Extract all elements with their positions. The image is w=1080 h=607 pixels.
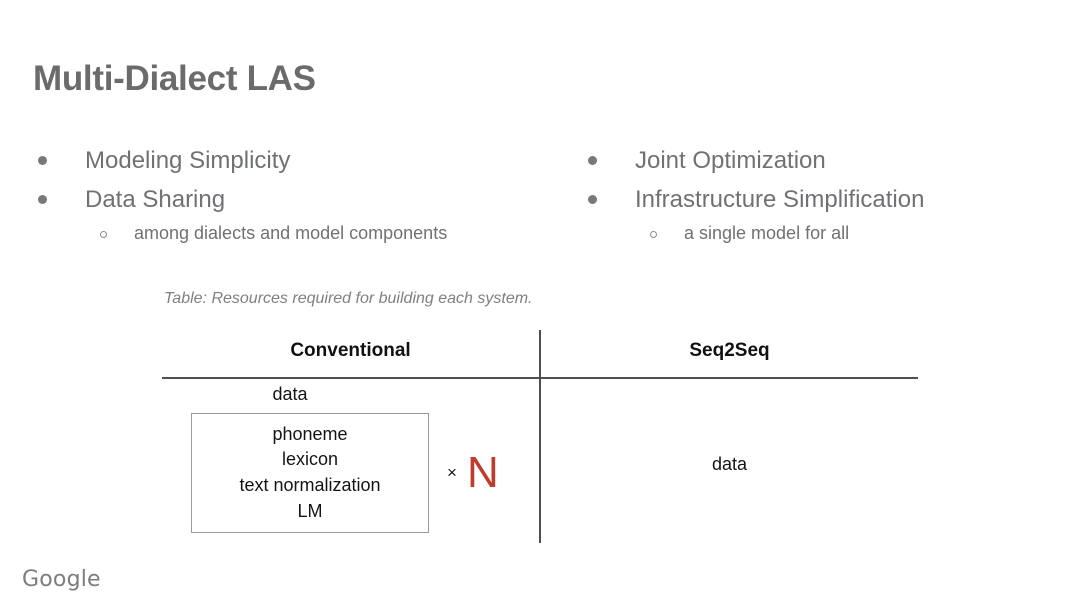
- bullet-group-infrastructure-simplification: Infrastructure Simplification a single m…: [588, 184, 1058, 246]
- bullet-column-left: Modeling Simplicity Data Sharing among d…: [38, 145, 508, 246]
- table-header-conventional: Conventional: [290, 340, 411, 361]
- sub-bullet-item: a single model for all: [650, 222, 1058, 245]
- bullet-dot-icon: [588, 156, 597, 165]
- bullet-group-joint-optimization: Joint Optimization: [588, 145, 1058, 178]
- conventional-resource-box: phoneme lexicon text normalization LM: [191, 413, 429, 533]
- table-cell-seq2seq: data: [541, 385, 918, 543]
- bullet-item: Infrastructure Simplification: [588, 184, 1058, 217]
- sub-bullet-label: a single model for all: [684, 223, 850, 244]
- multiply-symbol-icon: ×: [447, 463, 457, 482]
- conventional-data-label: data: [272, 384, 308, 404]
- resource-item: LM: [297, 500, 323, 521]
- table-header-seq2seq: Seq2Seq: [689, 340, 770, 361]
- resource-item: text normalization: [239, 475, 381, 495]
- seq2seq-data-label: data: [711, 454, 748, 474]
- bullet-label: Infrastructure Simplification: [635, 185, 925, 213]
- conventional-resource-row: phoneme lexicon text normalization LM × …: [162, 413, 499, 533]
- bullet-column-right: Joint Optimization Infrastructure Simpli…: [588, 145, 1058, 246]
- bullet-item: Joint Optimization: [588, 145, 1058, 178]
- bullet-label: Modeling Simplicity: [85, 147, 291, 174]
- bullet-dot-icon: [588, 194, 597, 204]
- table-cell-conventional: data phoneme lexicon text normalization …: [162, 385, 539, 533]
- resources-table: Conventional Seq2Seq data phoneme lexico…: [162, 330, 918, 545]
- table-caption: Table: Resources required for building e…: [164, 290, 533, 307]
- bullet-item: Modeling Simplicity: [38, 145, 508, 178]
- bullet-group-data-sharing: Data Sharing among dialects and model co…: [38, 184, 508, 246]
- resource-item: phoneme: [272, 423, 348, 444]
- sub-bullet-label: among dialects and model components: [134, 223, 448, 244]
- sub-bullet-circle-icon: [100, 231, 107, 239]
- bullet-dot-icon: [38, 156, 47, 165]
- bullet-label: Data Sharing: [85, 185, 226, 213]
- bullet-group-modeling-simplicity: Modeling Simplicity: [38, 145, 508, 178]
- bullet-item: Data Sharing: [38, 184, 508, 217]
- page-title: Multi-Dialect LAS: [33, 59, 316, 98]
- table-column-divider: [539, 330, 541, 543]
- bullet-label: Joint Optimization: [635, 147, 826, 174]
- sub-bullet-circle-icon: [650, 231, 657, 239]
- sub-bullet-item: among dialects and model components: [100, 222, 508, 245]
- google-logo: Google: [22, 567, 101, 592]
- resource-item: lexicon: [281, 449, 339, 470]
- multiplier-value: N: [466, 448, 499, 497]
- bullet-dot-icon: [38, 194, 47, 204]
